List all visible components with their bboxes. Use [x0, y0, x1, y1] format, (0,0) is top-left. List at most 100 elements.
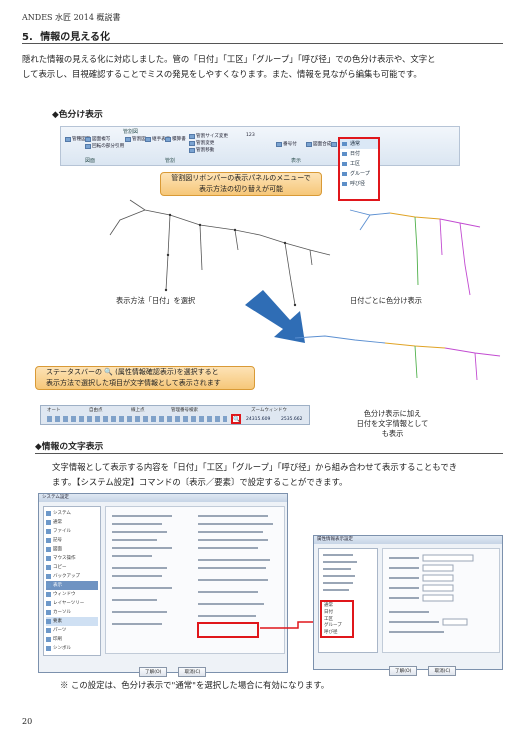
status-toolbar-icons[interactable]	[47, 416, 227, 422]
dialog-connector	[260, 621, 314, 629]
nav-item-5[interactable]: マウス操作	[46, 554, 98, 563]
attribute-settings-redbox[interactable]	[197, 622, 259, 638]
intro-line-1: 隠れた情報の見える化に対応しました。管の「日付」「工区」「グループ」「呼び径」で…	[22, 54, 436, 64]
intro-line-2: して表示し、目視確認することでミスの発見をしやすくなります。また、情報を見ながら…	[22, 68, 422, 79]
caption-bottom: 色分け表示に加え 日付を文字情報としても表示	[355, 409, 430, 439]
nav-item-11[interactable]: カーソル	[46, 608, 98, 617]
nav-item-15[interactable]: シンボル	[46, 644, 98, 653]
system-settings-dialog: システム設定 システム 通常 ファイル 記号 図面 マウス操作 コピー バックア…	[38, 493, 288, 677]
menu-item-area[interactable]: 工区	[340, 159, 378, 169]
menu-item-normal[interactable]: 通常	[340, 139, 378, 149]
menu-item-diameter[interactable]: 呼び径	[340, 179, 378, 189]
nav-item-13[interactable]: パーツ	[46, 626, 98, 635]
attribute-info-magnifier-icon[interactable]: 🔍	[231, 414, 241, 424]
ribbon-btn-11[interactable]: 番号付	[276, 141, 297, 147]
ribbon-tab-1[interactable]: 図面	[85, 158, 96, 164]
ribbon-btn-10[interactable]: 123	[246, 133, 255, 138]
nav-item-9[interactable]: ウィンドウ	[46, 590, 98, 599]
nav-item-3[interactable]: 記号	[46, 536, 98, 545]
status-field-online[interactable]: 線上点	[131, 408, 145, 413]
ribbon-tab-3[interactable]: 表示	[291, 158, 302, 164]
left-dialog-ok-button[interactable]: 了解(O)	[139, 667, 168, 677]
intro-paragraph: 隠れた情報の見える化に対応しました。管の「日付」「工区」「グループ」「呼び径」で…	[22, 52, 506, 81]
attribute-dialog-title: 属性情報表示設定	[314, 536, 502, 544]
right-network	[349, 209, 481, 296]
left-network	[109, 199, 331, 306]
caption-left: 表示方法「日付」を選択	[116, 296, 196, 305]
status-field-free[interactable]: 自由点	[89, 408, 103, 413]
blue-arrow	[245, 290, 305, 343]
status-bar-screenshot: オート 自由点 線上点 管理番号検索 ズームウィンドウ 🔍 24315.609 …	[40, 405, 310, 425]
ribbon-btn-4[interactable]: 管割図	[125, 136, 146, 142]
settings-note: ※ この設定は、色分け表示で"通常"を選択した場合に有効になります。	[60, 680, 330, 690]
color-display-heading: ◆色分け表示	[52, 110, 103, 120]
ribbon-tab-2[interactable]: 管割	[165, 158, 176, 164]
section-number: 5.	[22, 32, 33, 43]
nav-item-1[interactable]: 通常	[46, 518, 98, 527]
attribute-settings-lines	[389, 554, 474, 633]
option-group[interactable]: グループ	[324, 623, 342, 629]
ribbon-group-title: 管割図	[123, 129, 139, 135]
nav-item-6[interactable]: コピー	[46, 563, 98, 572]
ribbon-btn-3[interactable]: 回転の部分引用	[85, 143, 124, 149]
callout2-line1: ステータスバーの 🔍 (属性情報確認表示)を選択すると	[46, 368, 219, 376]
caption-bottom-line2: 日付を文字情報としても表示	[356, 419, 429, 438]
attribute-display-dialog: 属性情報表示設定 通常 日付 工区 グループ 呼び径	[313, 535, 503, 676]
ribbon-btn-8[interactable]: 管割変更	[189, 140, 214, 146]
menu-item-group[interactable]: グループ	[340, 169, 378, 179]
nav-item-8[interactable]: 表示	[46, 581, 98, 590]
right-dialog-cancel-button[interactable]: 取消(C)	[428, 666, 457, 676]
callout1-line2: 表示方法の切り替えが可能	[199, 185, 283, 193]
nav-item-12[interactable]: 要素	[46, 617, 98, 626]
ribbon-btn-1[interactable]: 管種図面	[65, 136, 90, 142]
ribbon-btn-6[interactable]: 積算書	[165, 136, 186, 142]
ribbon-btn-5[interactable]: 継手表示	[145, 136, 170, 142]
nav-item-0[interactable]: システム	[46, 509, 98, 518]
settings-panel	[105, 506, 285, 654]
right-dialog-ok-button[interactable]: 了解(O)	[389, 666, 418, 676]
title-rule	[22, 43, 503, 44]
status-coord-y: 2535.662	[281, 417, 303, 422]
system-settings-title: システム設定	[39, 494, 287, 502]
option-date[interactable]: 日付	[324, 609, 333, 615]
option-normal[interactable]: 通常	[324, 603, 333, 608]
callout1-line1: 管割図リボンパーの表示パネルのメニューで	[171, 174, 311, 182]
status-field-auto[interactable]: オート	[47, 408, 61, 413]
caption-bottom-line1: 色分け表示に加え	[363, 409, 422, 418]
annotated-network-drawing	[294, 335, 501, 381]
ribbon-btn-12[interactable]: 図面合成	[306, 141, 331, 147]
nav-item-4[interactable]: 図面	[46, 545, 98, 554]
text-display-heading: ◆情報の文字表示	[35, 442, 104, 452]
nav-item-2[interactable]: ファイル	[46, 527, 98, 536]
option-diameter[interactable]: 呼び径	[324, 630, 338, 636]
ribbon-btn-7[interactable]: 管割サイズ変更	[189, 133, 228, 139]
ribbon-btn-9[interactable]: 管割移動	[189, 147, 214, 153]
caption-right: 日付ごとに色分け表示	[350, 296, 422, 305]
text-display-line1: 文字情報として表示する内容を「日付」「工区」「グループ」「呼び径」から組み合わせ…	[52, 462, 458, 472]
status-coord-x: 24315.609	[246, 417, 271, 422]
callout2-line2: 表示方法で選択した項目が文字情報として表示されます	[46, 379, 221, 387]
page-number: 20	[22, 717, 33, 726]
nav-item-10[interactable]: レイヤーツリー	[46, 599, 98, 608]
attribute-tree-lines	[323, 554, 357, 591]
left-dialog-buttons: 了解(O) 取消(C)	[139, 658, 207, 677]
left-dialog-cancel-button[interactable]: 取消(C)	[178, 667, 207, 677]
text-display-paragraph: 文字情報として表示する内容を「日付」「工区」「グループ」「呼び径」から組み合わせ…	[52, 460, 507, 489]
right-dialog-buttons: 了解(O) 取消(C)	[389, 657, 457, 676]
pipe-network-drawings	[109, 199, 481, 343]
text-display-line2: ます。【システム設定】コマンドの〔表示／要素〕で設定することができます。	[52, 476, 348, 487]
section-title-text: 情報の見える化	[40, 32, 110, 43]
attribute-options-redbox: 通常 日付 工区 グループ 呼び径	[320, 600, 354, 638]
running-header: ANDES 水匠 2014 概説書	[22, 13, 121, 22]
option-area[interactable]: 工区	[324, 616, 333, 622]
status-field-search[interactable]: 管理番号検索	[171, 408, 198, 413]
status-field-zoom[interactable]: ズームウィンドウ	[251, 408, 287, 413]
text-display-rule	[35, 453, 503, 454]
attribute-settings-panel	[382, 548, 500, 653]
settings-nav: システム 通常 ファイル 記号 図面 マウス操作 コピー バックアップ 表示 ウ…	[43, 506, 101, 656]
ribbon-btn-2[interactable]: 図面複写	[85, 136, 110, 142]
nav-item-7[interactable]: バックアップ	[46, 572, 98, 581]
nav-item-14[interactable]: 印刷	[46, 635, 98, 644]
ribbon-callout: 管割図リボンパーの表示パネルのメニューで 表示方法の切り替えが可能	[160, 172, 322, 196]
menu-item-date[interactable]: 日付	[340, 149, 378, 159]
